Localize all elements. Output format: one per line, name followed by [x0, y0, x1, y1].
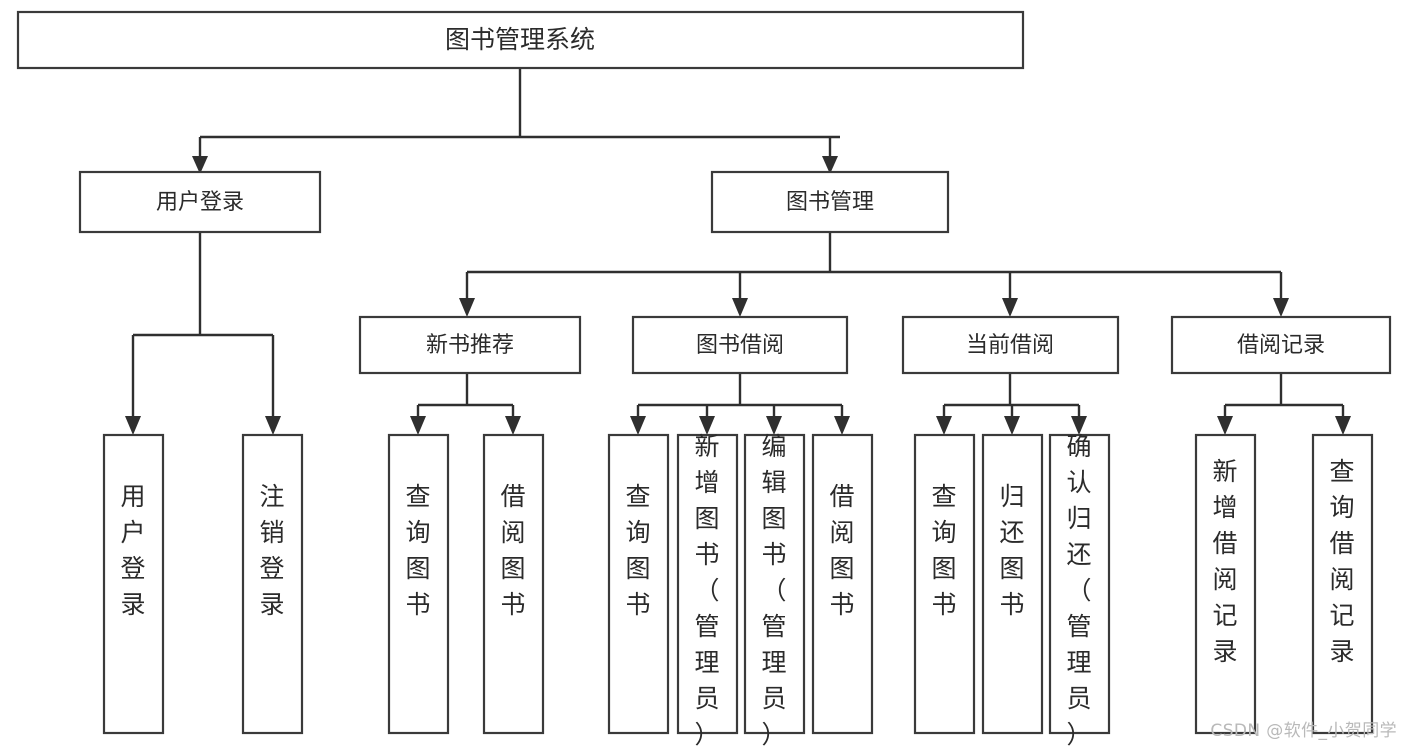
arrow-root-to-user-login	[192, 156, 208, 174]
leaf-box-borrow-record-1[interactable]	[1311, 433, 1374, 735]
arrow-current-borrow-leaf-0	[936, 416, 952, 435]
leaf-box-user-login-1[interactable]	[241, 433, 304, 735]
book-borrow-box[interactable]	[631, 315, 849, 375]
leaf-label-borrow-record-1: 查询借阅记录	[1329, 457, 1354, 666]
leaf-label-current-borrow-2: 确认归还（管理员）	[1066, 432, 1091, 747]
leaf-box-borrow-record-0[interactable]	[1194, 433, 1257, 735]
borrow-record-box[interactable]	[1170, 315, 1392, 375]
arrow-book-manage-to-book-borrow	[732, 298, 748, 317]
leaf-node[interactable]: 编辑图书（管理员）	[743, 432, 806, 747]
leaf-label-current-borrow-0: 查询图书	[931, 482, 956, 619]
leaf-label-book-borrow-3: 借阅图书	[829, 482, 854, 619]
leaf-node[interactable]: 注销登录	[241, 433, 304, 735]
leaf-box-current-borrow-1[interactable]	[981, 433, 1044, 735]
leaf-node[interactable]: 新增借阅记录	[1194, 433, 1257, 735]
arrow-book-borrow-leaf-2	[766, 416, 782, 435]
arrow-new-book-leaf-0	[410, 416, 426, 435]
leaf-node[interactable]: 查询图书	[607, 433, 670, 735]
arrow-current-borrow-leaf-2	[1071, 416, 1087, 435]
arrow-book-manage-to-current-borrow	[1002, 298, 1018, 317]
arrow-book-borrow-leaf-0	[630, 416, 646, 435]
arrow-borrow-record-leaf-1	[1335, 416, 1351, 435]
leaf-node[interactable]: 查询借阅记录	[1311, 433, 1374, 735]
arrow-book-borrow-leaf-1	[699, 416, 715, 435]
new-book-recommend-label: 新书推荐	[426, 333, 514, 358]
arrow-user-login-leaf-1	[265, 416, 281, 435]
leaf-node[interactable]: 用户登录	[102, 433, 165, 735]
leaf-node[interactable]: 确认归还（管理员）	[1048, 432, 1111, 747]
leaf-label-user-login-0: 用户登录	[120, 482, 145, 619]
leaf-node[interactable]: 借阅图书	[482, 433, 545, 735]
leaf-label-new-book-1: 借阅图书	[500, 482, 525, 619]
arrow-book-manage-to-new-book	[459, 298, 475, 317]
arrow-new-book-leaf-1	[505, 416, 521, 435]
leaf-label-user-login-1: 注销登录	[259, 482, 284, 619]
node-user-login[interactable]: 用户登录	[78, 170, 322, 234]
leaf-box-user-login-0[interactable]	[102, 433, 165, 735]
new-book-recommend-box[interactable]	[358, 315, 582, 375]
leaf-label-book-borrow-2: 编辑图书（管理员）	[761, 432, 786, 747]
leaf-node[interactable]: 归还图书	[981, 433, 1044, 735]
leaf-box-current-borrow-0[interactable]	[913, 433, 976, 735]
leaf-box-new-book-1[interactable]	[482, 433, 545, 735]
arrow-root-to-book-manage	[822, 156, 838, 174]
book-management-label: 图书管理	[786, 190, 874, 215]
node-new-book-recommend[interactable]: 新书推荐	[358, 315, 582, 375]
leaf-box-current-borrow-2[interactable]	[1048, 433, 1111, 735]
book-management-box[interactable]	[710, 170, 950, 234]
current-borrow-box[interactable]	[901, 315, 1120, 375]
root-label: 图书管理系统	[445, 25, 595, 54]
leaf-box-book-borrow-0[interactable]	[607, 433, 670, 735]
borrow-record-label: 借阅记录	[1237, 333, 1325, 358]
leaf-node[interactable]: 新增图书（管理员）	[676, 432, 739, 747]
arrow-book-manage-to-borrow-record	[1273, 298, 1289, 317]
book-borrow-label: 图书借阅	[696, 333, 784, 358]
leaf-box-book-borrow-3[interactable]	[811, 433, 874, 735]
leaf-box-new-book-0[interactable]	[387, 433, 450, 735]
connector-layer	[125, 68, 1351, 435]
node-current-borrow[interactable]: 当前借阅	[901, 315, 1120, 375]
leaf-box-book-borrow-2[interactable]	[743, 433, 806, 735]
arrow-user-login-leaf-0	[125, 416, 141, 435]
leaf-label-book-borrow-0: 查询图书	[625, 482, 650, 619]
leaf-label-borrow-record-0: 新增借阅记录	[1212, 457, 1237, 666]
leaf-node[interactable]: 查询图书	[913, 433, 976, 735]
leaf-label-book-borrow-1: 新增图书（管理员）	[694, 432, 719, 747]
leaf-node[interactable]: 借阅图书	[811, 433, 874, 735]
arrow-borrow-record-leaf-0	[1217, 416, 1233, 435]
leaf-node[interactable]: 查询图书	[387, 433, 450, 735]
node-borrow-record[interactable]: 借阅记录	[1170, 315, 1392, 375]
leaf-label-current-borrow-1: 归还图书	[999, 482, 1024, 619]
root-box[interactable]	[16, 10, 1025, 70]
arrow-current-borrow-leaf-1	[1004, 416, 1020, 435]
user-login-label: 用户登录	[156, 190, 244, 215]
current-borrow-label: 当前借阅	[966, 333, 1054, 358]
node-book-management[interactable]: 图书管理	[710, 170, 950, 234]
node-root-book-management-system[interactable]: 图书管理系统	[16, 10, 1025, 70]
arrow-book-borrow-leaf-3	[834, 416, 850, 435]
node-book-borrow[interactable]: 图书借阅	[631, 315, 849, 375]
leaf-label-new-book-0: 查询图书	[405, 482, 430, 619]
leaf-box-book-borrow-1[interactable]	[676, 433, 739, 735]
user-login-box[interactable]	[78, 170, 322, 234]
